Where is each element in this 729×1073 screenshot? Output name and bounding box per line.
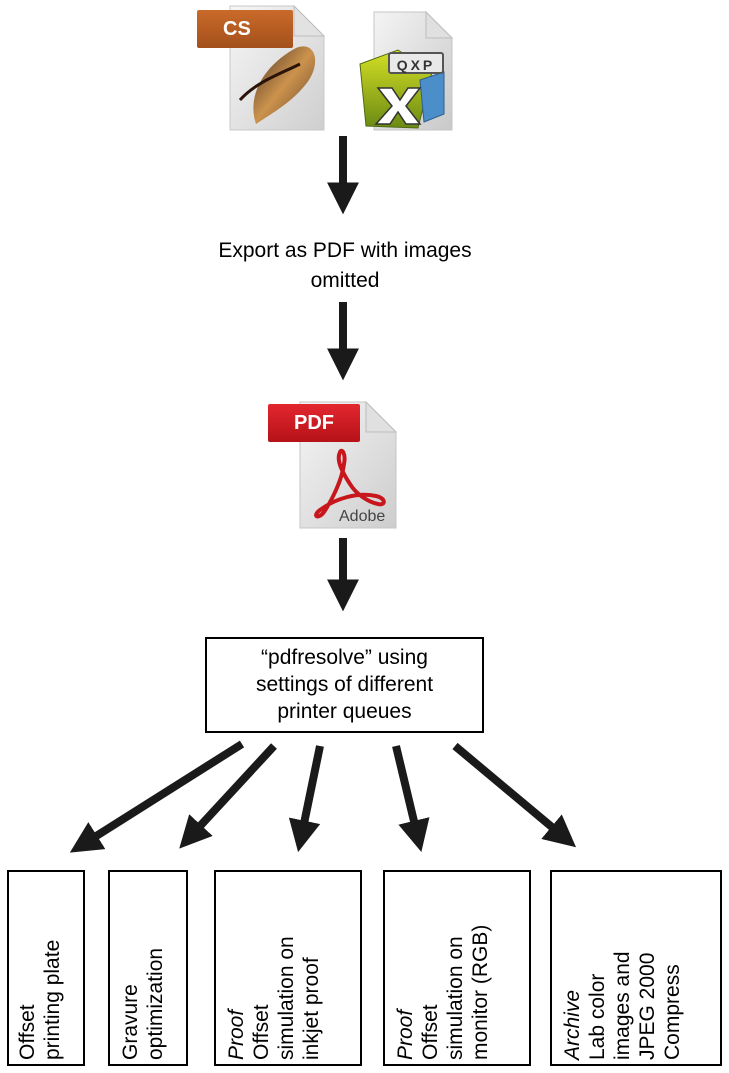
output-offset-plate-box: Offset printing plate [7, 870, 85, 1066]
output-line: Offset [419, 1004, 442, 1060]
arrow-to-gravure [179, 743, 277, 849]
cs-label: CS [197, 10, 293, 48]
arrow-to-proof-monitor [392, 745, 430, 853]
arrow-to-offset [69, 740, 245, 853]
resolve-line-2: settings of different [255, 673, 434, 696]
output-line: simulation on [275, 936, 298, 1060]
output-proof-inkjet-box: Proof Offset simulation on inkjet proof [214, 870, 362, 1066]
output-line: monitor (RGB) [469, 924, 492, 1060]
resolve-line-3: printer queues [277, 700, 412, 723]
output-line: simulation on [444, 936, 467, 1060]
output-line: inkjet proof [300, 957, 323, 1060]
export-line-1: Export as PDF with images [218, 239, 472, 262]
output-line: JPEG 2000 [636, 952, 659, 1060]
output-line: optimization [144, 947, 167, 1060]
output-line: Lab color [586, 973, 609, 1060]
adobe-label: Adobe [339, 508, 386, 525]
output-line: Compress [661, 964, 684, 1060]
output-line: Offset [16, 1004, 39, 1060]
output-tag: Archive [561, 989, 584, 1060]
output-proof-monitor-box: Proof Offset simulation on monitor (RGB) [383, 870, 531, 1066]
output-tag: Proof [394, 1009, 417, 1060]
output-gravure-box: Gravure optimization [108, 870, 188, 1066]
pdf-label: PDF [268, 404, 360, 442]
output-tag: Proof [225, 1009, 248, 1060]
arrow-to-proof-inkjet [288, 745, 324, 853]
output-line: Offset [250, 1004, 273, 1060]
resolve-line-1: “pdfresolve” using [261, 646, 428, 669]
pdfresolve-box: “pdfresolve” using settings of different… [205, 637, 484, 733]
export-line-2: omitted [310, 269, 380, 292]
output-archive-box: Archive Lab color images and JPEG 2000 C… [550, 870, 722, 1066]
export-step-text: Export as PDF with images omitted [165, 236, 525, 296]
output-line: images and [611, 951, 634, 1060]
output-line: printing plate [41, 939, 64, 1060]
qxp-label: QXP [388, 52, 444, 74]
output-line: Gravure [119, 984, 142, 1060]
arrow-to-archive [452, 742, 577, 848]
